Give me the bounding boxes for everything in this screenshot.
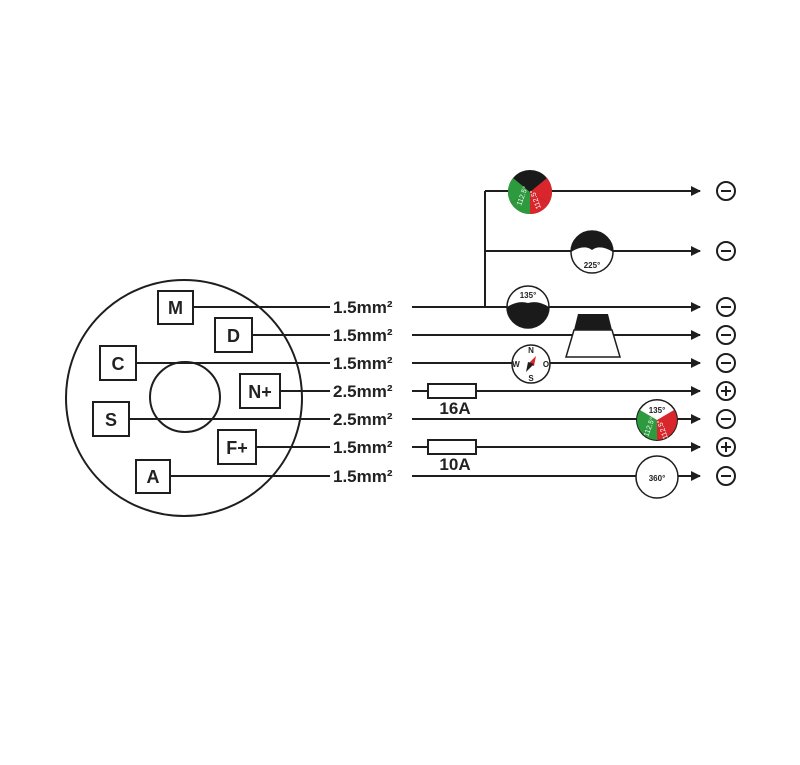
switch-center-hole [149, 361, 221, 433]
terminal-a: A [135, 459, 171, 494]
polarity-f [716, 437, 736, 457]
terminal-label: M [168, 298, 183, 318]
gauge-label-n: 2.5mm² [333, 382, 393, 401]
gauge-labels: 1.5mm² 1.5mm² 1.5mm² 2.5mm² 2.5mm² 1.5mm… [333, 298, 393, 486]
polarity-m [716, 297, 736, 317]
terminal-n-plus: N+ [239, 373, 281, 409]
terminal-label: F+ [226, 438, 248, 458]
fuse-10a: 10A [427, 439, 477, 474]
fuse-rating: 10A [439, 455, 470, 474]
polarity-n [716, 381, 736, 401]
gauge-label-c: 1.5mm² [333, 354, 393, 373]
masthead-lamp: 135° [506, 285, 550, 329]
compass-icon: N S W O [511, 344, 551, 384]
compass-s: S [528, 374, 534, 383]
gauge-label-s: 2.5mm² [333, 410, 393, 429]
terminal-c: C [99, 345, 137, 381]
terminal-label: A [147, 467, 160, 487]
stern-lamp: 225° [570, 230, 614, 274]
lamp-angle: 360° [649, 474, 666, 483]
polarity-c [716, 353, 736, 373]
terminal-d: D [214, 317, 253, 353]
terminal-s: S [92, 401, 130, 437]
lamp-angle: 225° [584, 261, 601, 270]
terminal-label: D [227, 326, 240, 346]
polarity-s [716, 409, 736, 429]
sidelights-lamp: 112.5° 112.5° [507, 170, 553, 215]
lamp-angle-top: 135° [649, 406, 666, 415]
deck-light-icon [564, 314, 622, 358]
gauge-label-f: 1.5mm² [333, 438, 393, 457]
terminal-label: S [105, 410, 117, 430]
gauge-label-m: 1.5mm² [333, 298, 393, 317]
terminal-label: N+ [248, 382, 272, 402]
compass-w: W [512, 360, 520, 369]
bicolor-lamp: 135° 112.5° 112.5° [636, 399, 678, 441]
compass-o: O [543, 360, 549, 369]
fuse-rating: 16A [439, 399, 470, 418]
polarity-a [716, 466, 736, 486]
compass-n: N [528, 346, 534, 355]
terminal-label: C [112, 354, 125, 374]
fuse-16a: 16A [427, 383, 477, 418]
polarity-d [716, 325, 736, 345]
polarity-symbols [716, 181, 736, 486]
wires [129, 186, 701, 481]
terminal-m: M [157, 290, 194, 325]
gauge-label-a: 1.5mm² [333, 467, 393, 486]
switch-body-circle [65, 279, 303, 517]
polarity-branch-middle [716, 241, 736, 261]
allround-lamp: 360° [635, 455, 679, 499]
lamp-angle: 135° [520, 291, 537, 300]
gauge-label-d: 1.5mm² [333, 326, 393, 345]
terminal-f-plus: F+ [217, 429, 257, 465]
polarity-branch-top [716, 181, 736, 201]
